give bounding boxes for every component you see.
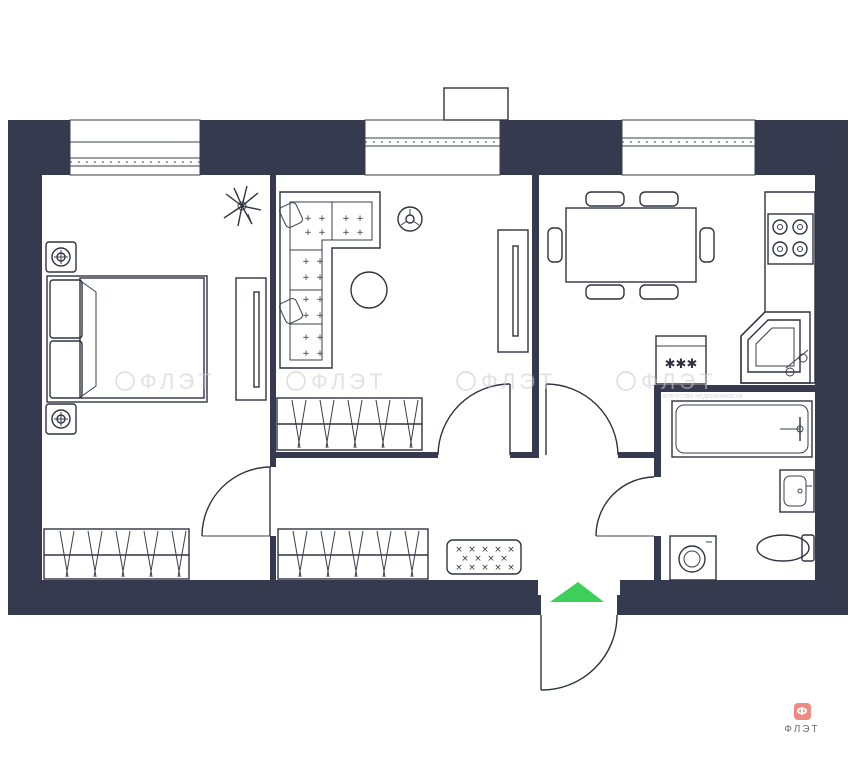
svg-text:+: + — [316, 273, 324, 283]
svg-text:+: + — [342, 214, 350, 224]
bathtub-icon — [671, 400, 813, 458]
door-mat-icon: ××××× ×××× ××××× — [446, 539, 522, 575]
tv-stand-icon — [235, 277, 267, 401]
svg-text:+: + — [316, 295, 324, 305]
svg-text:+: + — [302, 295, 310, 305]
watermark-text: ФЛЭТ — [641, 369, 717, 394]
entrance-arrow-icon — [550, 582, 604, 602]
living-room: + + + + + + + + + + + + + + + + + + + + — [276, 191, 529, 451]
svg-text:×: × — [455, 563, 463, 573]
watermark-text: ФЛЭТ — [311, 369, 387, 394]
brand-wordmark: ФЛЭТ — [784, 724, 820, 735]
svg-text:×: × — [481, 563, 489, 573]
washbasin-icon — [779, 469, 815, 513]
svg-text:×: × — [455, 545, 463, 555]
kitchen-sink-icon — [747, 319, 809, 377]
bathroom — [669, 400, 815, 581]
washing-machine-icon — [669, 535, 717, 581]
hallway: ××××× ×××× ××××× — [277, 528, 604, 602]
watermark-subtext: агентство недвижимости — [662, 393, 743, 400]
svg-text:+: + — [302, 349, 310, 359]
svg-text:+: + — [316, 333, 324, 343]
outer-walls — [8, 120, 848, 615]
svg-text:×: × — [494, 563, 502, 573]
svg-text:×: × — [507, 545, 515, 555]
nightstand-bottom-icon — [45, 403, 77, 435]
window-bedroom — [69, 119, 201, 176]
svg-text:×: × — [487, 554, 495, 564]
svg-text:+: + — [302, 311, 310, 321]
ventilation-shaft — [443, 87, 509, 121]
watermarks: ФЛЭТ ФЛЭТ ФЛЭТ ФЛЭТ агентство недвижимос… — [115, 369, 743, 400]
interior-walls — [270, 175, 815, 580]
plant-icon — [223, 185, 262, 227]
watermark-text: ФЛЭТ — [140, 369, 216, 394]
svg-text:+: + — [316, 311, 324, 321]
cooktop-icon — [767, 213, 814, 265]
window-kitchen — [621, 119, 756, 176]
svg-text:×: × — [494, 545, 502, 555]
svg-text:+: + — [316, 349, 324, 359]
wardrobe-living-icon — [276, 397, 423, 451]
kitchen-counter-icon — [740, 191, 816, 384]
corner-sofa-icon: + + + + + + + + + + + + + + + + + + + + — [279, 191, 381, 369]
svg-text:+: + — [318, 214, 326, 224]
svg-text:+: + — [342, 228, 350, 238]
brand-badge-icon: Ф — [793, 703, 811, 720]
toilet-icon — [756, 534, 815, 562]
dining-table-icon — [547, 191, 715, 300]
watermark-text: ФЛЭТ — [481, 369, 557, 394]
svg-text:×: × — [474, 554, 482, 564]
svg-text:×: × — [507, 563, 515, 573]
svg-text:×: × — [481, 545, 489, 555]
svg-text:+: + — [304, 214, 312, 224]
wardrobe-bedroom-icon — [43, 528, 190, 580]
tv-icon — [497, 229, 529, 353]
svg-text:+: + — [302, 273, 310, 283]
bedroom — [43, 185, 267, 580]
brand-logo: Ф ФЛЭТ — [778, 703, 826, 735]
svg-text:✱✱✱: ✱✱✱ — [665, 357, 698, 372]
nightstand-top-icon — [45, 241, 77, 273]
svg-text:×: × — [468, 545, 476, 555]
window-living — [364, 119, 501, 176]
svg-text:+: + — [302, 333, 310, 343]
double-bed-icon — [46, 275, 208, 403]
kitchen: ✱✱✱ — [547, 191, 816, 385]
svg-text:×: × — [468, 563, 476, 573]
doors — [201, 383, 655, 691]
svg-text:+: + — [318, 228, 326, 238]
svg-text:+: + — [356, 228, 364, 238]
svg-text:×: × — [461, 554, 469, 564]
svg-text:+: + — [356, 214, 364, 224]
svg-text:+: + — [316, 257, 324, 267]
svg-text:+: + — [302, 257, 310, 267]
svg-text:+: + — [304, 228, 312, 238]
coffee-table-icon — [350, 271, 388, 309]
floor-lamp-icon — [397, 206, 423, 232]
svg-text:×: × — [500, 554, 508, 564]
wardrobe-hall-icon — [277, 528, 429, 580]
stove-icon: ✱✱✱ — [655, 335, 707, 385]
